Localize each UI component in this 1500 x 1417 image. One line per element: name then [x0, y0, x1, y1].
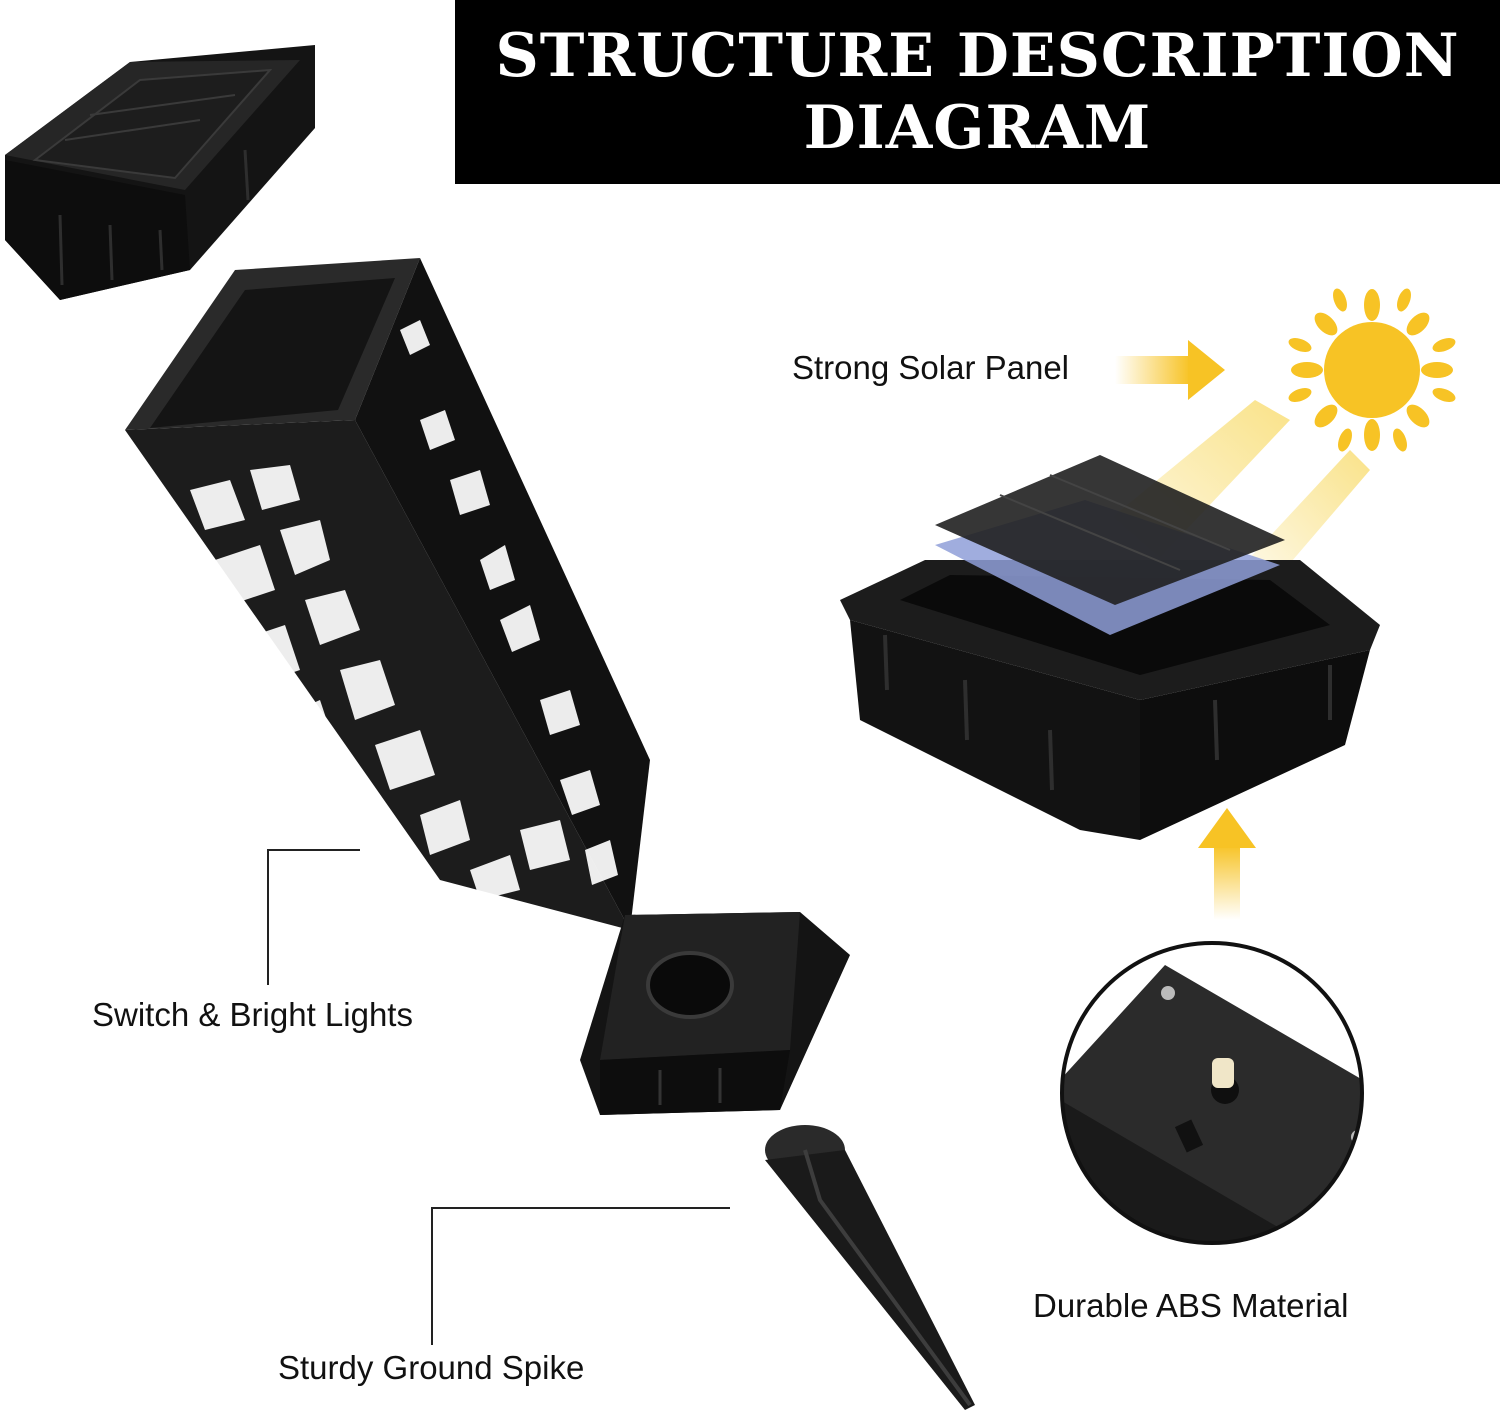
lantern-body	[125, 258, 650, 930]
sun-icon	[1288, 288, 1456, 452]
title-banner: STRUCTURE DESCRIPTION DIAGRAM	[455, 0, 1500, 184]
top-cap	[5, 45, 315, 300]
leader-lines	[267, 849, 730, 1345]
title-line-2: DIAGRAM	[803, 93, 1152, 163]
inset-bottom-view	[1060, 941, 1364, 1245]
label-sturdy-ground-spike: Sturdy Ground Spike	[278, 1349, 585, 1386]
arrow-right-icon	[1115, 340, 1225, 400]
bottom-cap	[580, 912, 850, 1115]
arrow-up-icon	[1198, 808, 1256, 920]
label-strong-solar-panel: Strong Solar Panel	[792, 349, 1070, 386]
label-durable-abs-material: Durable ABS Material	[1033, 1287, 1349, 1324]
solar-panel-module	[840, 455, 1380, 840]
ground-spike	[765, 1125, 975, 1410]
label-switch-bright-lights: Switch & Bright Lights	[92, 996, 413, 1033]
title-line-1: STRUCTURE DESCRIPTION	[495, 21, 1460, 91]
